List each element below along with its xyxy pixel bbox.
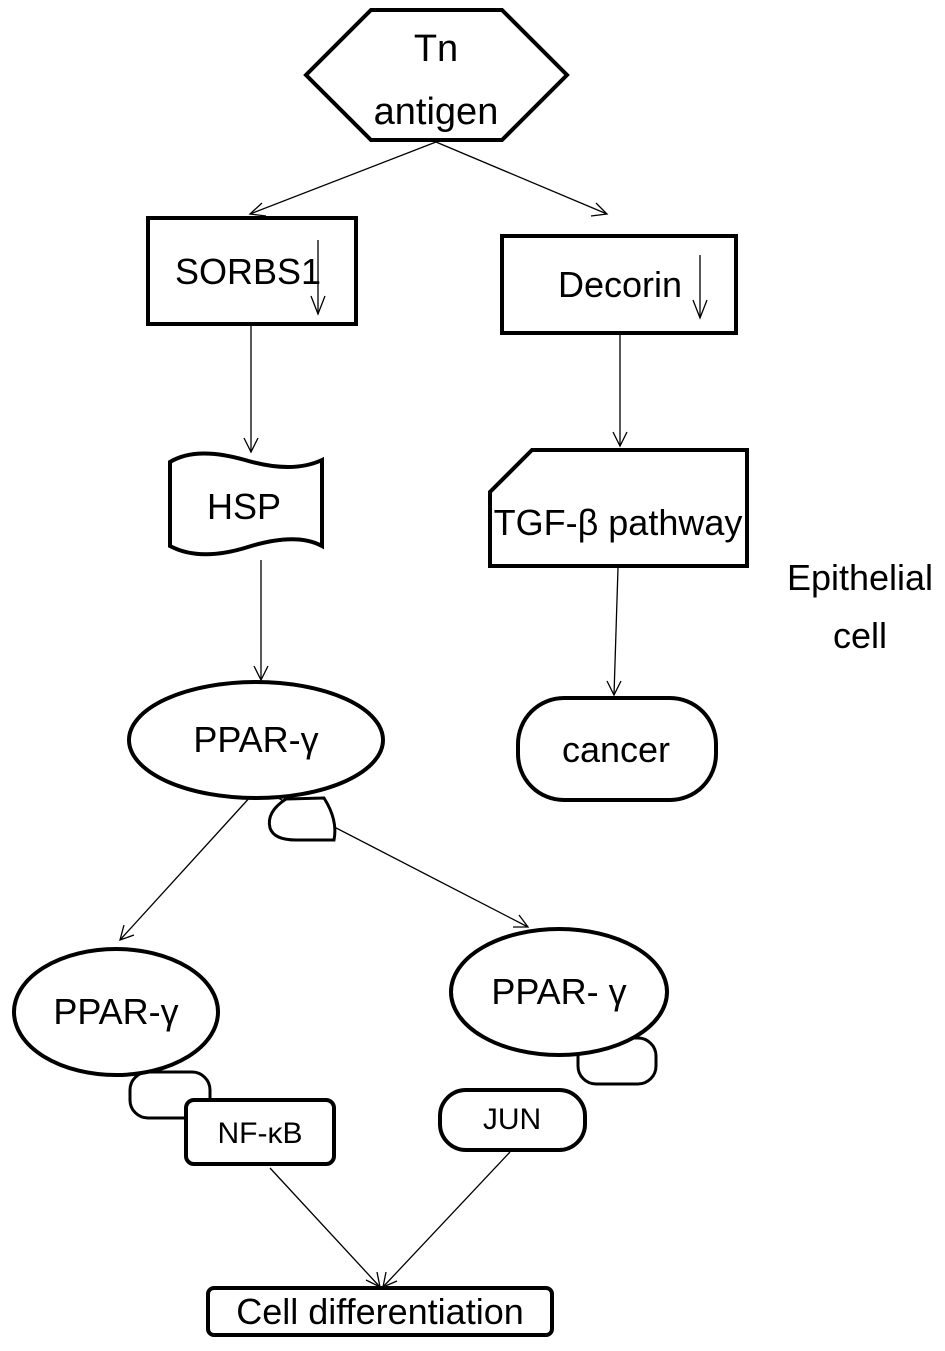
node-hsp: HSP <box>168 451 324 557</box>
down-arrow-icon <box>692 255 708 320</box>
edge-jun-to-cell-diff <box>382 1151 511 1288</box>
node-ppar-top: PPAR-γ <box>127 680 385 842</box>
node-tgf-pathway-shape <box>488 448 749 568</box>
side-label-line2: cell <box>833 615 887 656</box>
edge-ppar-to-ppar-left-head <box>119 924 135 942</box>
node-nfkb: NF-κB <box>184 1098 336 1166</box>
node-ppar-right-ellipse <box>449 927 669 1057</box>
node-sorbs1-label: SORBS1 <box>175 251 321 292</box>
node-cell-differentiation-box <box>206 1286 554 1337</box>
edge-tn-to-decorin <box>435 141 608 215</box>
node-ppar-right: PPAR- γ <box>449 927 669 1086</box>
edge-tgf-to-cancer <box>613 567 619 696</box>
node-decorin-box <box>500 234 738 335</box>
node-ppar-right-label: PPAR- γ <box>491 971 626 1012</box>
node-cancer-label: cancer <box>562 729 670 770</box>
node-cancer-box <box>516 696 718 802</box>
node-ppar-left-label: PPAR-γ <box>53 991 178 1032</box>
node-ppar-top-ellipse <box>127 680 385 800</box>
node-sorbs1: SORBS1 <box>146 216 358 326</box>
node-decorin-label: Decorin <box>558 264 682 305</box>
edges <box>119 141 628 1289</box>
node-ppar-top-label: PPAR-γ <box>193 719 318 760</box>
edge-nfkb-to-cell-diff <box>269 1167 381 1288</box>
down-arrow-icon <box>310 240 326 316</box>
node-tn-antigen-line1: Tn <box>414 28 458 70</box>
hexagon-shape <box>303 8 570 142</box>
node-ppar-left-ellipse <box>12 947 220 1077</box>
node-hsp-label: HSP <box>207 486 281 527</box>
edge-tn-to-decorin-head <box>590 202 609 217</box>
node-nfkb-label: NF-κB <box>218 1117 303 1150</box>
edge-decorin-to-tgf-head <box>612 431 628 448</box>
node-cell-differentiation-label: Cell differentiation <box>236 1291 524 1332</box>
node-jun-label: JUN <box>483 1103 541 1136</box>
side-label-line1: Epithelial <box>787 557 933 598</box>
node-jun: JUN <box>438 1088 587 1152</box>
edge-ppar-to-ppar-right-head <box>513 914 530 928</box>
node-tn-antigen-line2: antigen <box>374 91 499 133</box>
edge-hsp-to-ppar-head <box>253 665 269 682</box>
edge-ppar-to-ppar-left <box>119 794 253 941</box>
edge-sorbs1-to-hsp-head <box>243 437 259 454</box>
edge-tgf-to-cancer-head <box>606 680 622 697</box>
node-hsp-shape <box>168 451 324 557</box>
node-decorin: Decorin <box>500 234 738 335</box>
node-cancer: cancer <box>516 696 718 802</box>
edge-tn-to-sorbs1 <box>249 141 437 215</box>
receptor-blob <box>267 796 337 842</box>
node-ppar-left: PPAR-γ <box>12 947 220 1120</box>
node-tn-antigen: Tn antigen <box>303 8 570 142</box>
node-cell-differentiation: Cell differentiation <box>206 1286 554 1337</box>
node-nfkb-box <box>184 1098 336 1166</box>
side-label: Epithelial cell <box>787 557 933 656</box>
node-tgf-pathway-label: TGF-β pathway <box>494 502 743 543</box>
node-jun-box <box>438 1088 587 1152</box>
edge-tn-to-sorbs1-head <box>248 202 267 217</box>
node-tgf-pathway: TGF-β pathway <box>488 448 749 568</box>
